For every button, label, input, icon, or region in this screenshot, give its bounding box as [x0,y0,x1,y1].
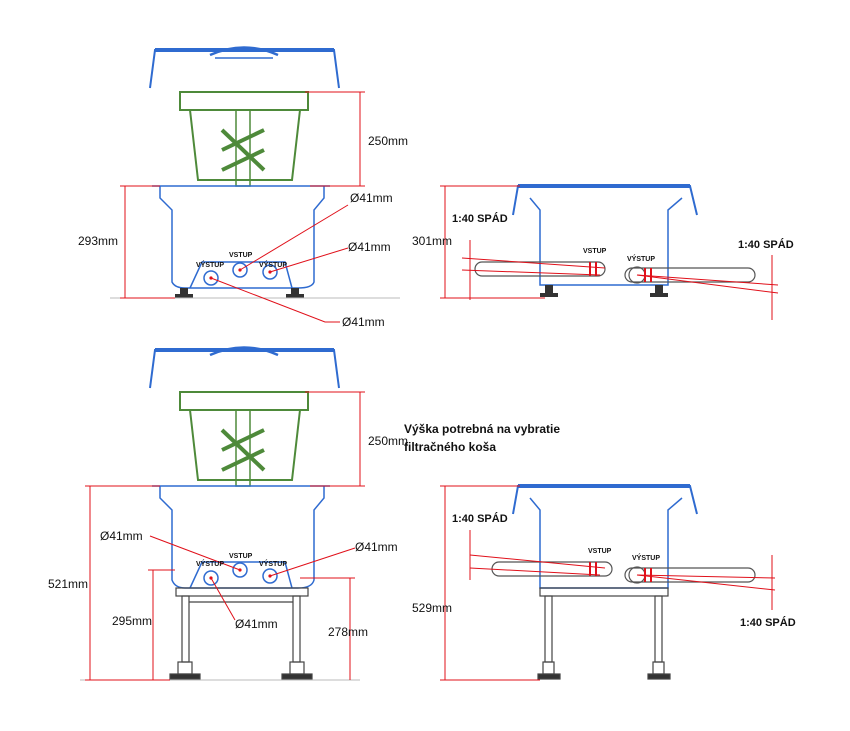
stand-bottom-left [80,587,360,681]
dia-vstup-top-left: Ø41mm [350,191,393,205]
dia-vstup-bottom-left: Ø41mm [100,529,143,543]
dia-vystup-right-top-left: Ø41mm [348,240,391,254]
lid-bottom-right [512,484,698,515]
label-vystup-left-top-left: VÝSTUP [196,260,224,269]
dim-250-bottom: 250mm [368,434,408,448]
dim-250-top: 250mm [368,134,408,148]
dim-295: 295mm [112,614,152,628]
dims-bottom-left [85,391,365,681]
slope-left-bottom: 1:40 SPÁD [452,512,508,525]
tank-body-top-right [529,197,683,286]
feet-top-left [110,288,400,299]
ports-top-left [203,262,278,286]
note-line-1: Výška potrebná na vybratie [404,422,560,436]
dia-vystup-right-bottom-left: Ø41mm [355,540,398,554]
lid-bottom-left [149,346,340,389]
tank-body-bottom-left [152,485,330,589]
lid-top-left [149,46,340,89]
dims-top-left [120,91,365,323]
side-view-floor: 301mm 1:40 SPÁD 1:40 SPÁD VSTUP VÝSTUP [412,184,794,320]
slope-left-top: 1:40 SPÁD [452,212,508,225]
label-vstup-top-left: VSTUP [229,252,253,259]
label-vystup-right-top-left: VÝSTUP [259,260,287,269]
ports-bottom-left [203,562,278,586]
label-vystup-right-bottom-left: VÝSTUP [259,559,287,568]
dim-293: 293mm [78,234,118,248]
label-vstup-bottom-right: VSTUP [588,548,612,555]
slope-right-bottom: 1:40 SPÁD [740,616,796,629]
dia-vystup-left-top-left: Ø41mm [342,315,385,329]
lid-top-right [512,184,698,216]
pipes-top-right [474,261,756,284]
front-view-floor: 250mm 293mm Ø41mm Ø41mm Ø41mm VSTUP VÝST… [78,46,408,329]
stand-bottom-right [537,587,671,680]
label-vystup-top-right: VÝSTUP [627,254,655,263]
dim-278: 278mm [328,625,368,639]
label-vstup-top-right: VSTUP [583,248,607,255]
filter-basket-bottom-left [179,391,309,487]
front-view-stand: 250mm Výška potrebná na vybratie filtrač… [48,346,560,681]
tank-body-bottom-right [529,497,683,589]
dims-bottom-right [440,485,776,681]
filter-basket-top-left [179,91,309,187]
dia-vystup-left-bottom-left: Ø41mm [235,617,278,631]
pipes-bottom-right [491,561,756,584]
dim-521: 521mm [48,577,88,591]
dims-top-right [440,185,779,320]
dim-529: 529mm [412,601,452,615]
feet-top-right [540,285,668,297]
dim-301: 301mm [412,234,452,248]
slope-right-top: 1:40 SPÁD [738,238,794,251]
label-vstup-bottom-left: VSTUP [229,553,253,560]
label-vystup-left-bottom-left: VÝSTUP [196,559,224,568]
label-vystup-bottom-right: VÝSTUP [632,553,660,562]
tank-body-top-left [152,185,330,289]
side-view-stand: 529mm 1:40 SPÁD 1:40 SPÁD VSTUP VÝSTUP [412,484,796,681]
note-line-2: filtračného koša [404,440,496,454]
